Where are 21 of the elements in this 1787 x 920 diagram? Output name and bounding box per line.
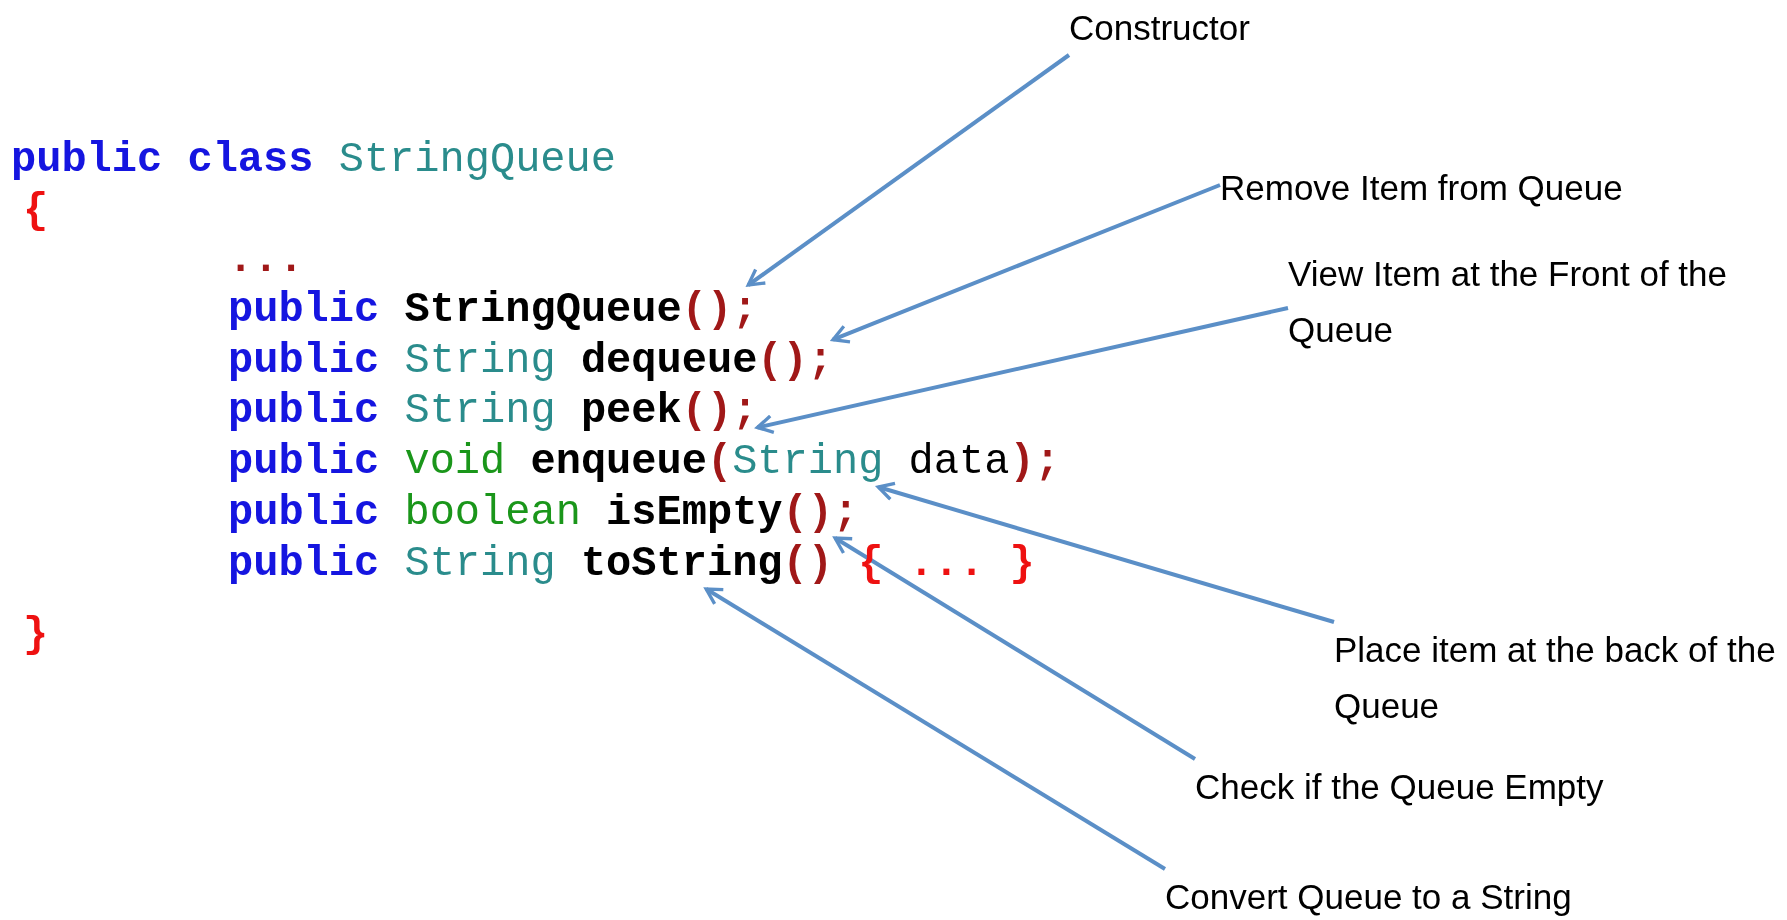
code-line: public boolean isEmpty(); <box>228 488 859 538</box>
code-line: public void enqueue(String data); <box>228 437 1060 487</box>
leader-arrow <box>876 481 1335 624</box>
code-line: public class StringQueue <box>11 135 616 185</box>
leader-arrow <box>746 53 1071 287</box>
annotation-text: Place item at the back of the Queue <box>1334 622 1784 734</box>
annotation-text: View Item at the Front of the Queue <box>1288 246 1758 358</box>
leader-arrow <box>833 536 1197 761</box>
annotation-text: Convert Queue to a String <box>1165 869 1572 920</box>
code-line: public String peek(); <box>228 386 758 436</box>
annotation-text: Check if the Queue Empty <box>1195 759 1604 815</box>
leader-arrow <box>704 587 1167 871</box>
code-line: public StringQueue(); <box>228 285 758 335</box>
annotation-text: Remove Item from Queue <box>1220 160 1623 216</box>
code-line: { <box>23 186 49 236</box>
code-line: } <box>23 610 49 660</box>
leader-arrow <box>755 306 1289 434</box>
leader-arrow <box>831 183 1221 344</box>
code-line: ... <box>228 235 304 285</box>
code-line: public String dequeue(); <box>228 336 833 386</box>
annotation-text: Constructor <box>1069 0 1250 56</box>
